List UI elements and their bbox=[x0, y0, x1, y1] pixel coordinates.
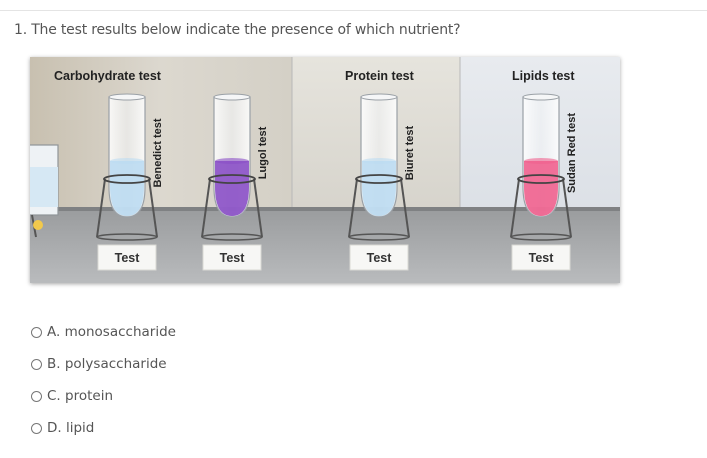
test-button[interactable]: Test bbox=[202, 244, 262, 271]
tube-liquid bbox=[215, 161, 249, 216]
beaker-partial bbox=[30, 144, 59, 238]
test-button[interactable]: Test bbox=[511, 244, 571, 271]
tube-liquid bbox=[110, 161, 144, 216]
option-a[interactable]: A. monosaccharide bbox=[31, 316, 176, 348]
radio-button[interactable] bbox=[31, 390, 42, 402]
option-label: B. polysaccharide bbox=[47, 356, 167, 372]
radio-button[interactable] bbox=[31, 422, 42, 434]
test-button-label: Test bbox=[529, 251, 555, 265]
test-button-label: Test bbox=[367, 251, 393, 265]
section-title-carbohydrate: Carbohydrate test bbox=[54, 69, 162, 83]
section-title-lipids: Lipids test bbox=[512, 69, 575, 83]
top-divider bbox=[0, 10, 707, 11]
tube-liquid bbox=[362, 161, 396, 216]
test-button-label: Test bbox=[220, 251, 246, 265]
option-label: D. lipid bbox=[47, 420, 95, 436]
option-label: A. monosaccharide bbox=[47, 324, 176, 340]
radio-button[interactable] bbox=[31, 358, 42, 370]
reagent-label: Biuret test bbox=[404, 125, 416, 180]
tube-liquid bbox=[524, 161, 558, 216]
reagent-label: Sudan Red test bbox=[566, 113, 578, 193]
option-d[interactable]: D. lipid bbox=[31, 412, 176, 444]
option-label: C. protein bbox=[47, 388, 113, 404]
answer-options: A. monosaccharide B. polysaccharide C. p… bbox=[31, 316, 176, 444]
test-button-label: Test bbox=[115, 251, 141, 265]
question-text: 1. The test results below indicate the p… bbox=[14, 22, 461, 38]
reagent-label: Lugol test bbox=[257, 126, 269, 179]
section-title-protein: Protein test bbox=[345, 69, 415, 83]
nutrient-test-figure: Carbohydrate test Protein test Lipids te… bbox=[30, 57, 620, 283]
test-button[interactable]: Test bbox=[349, 244, 409, 271]
test-button[interactable]: Test bbox=[97, 244, 157, 271]
reagent-label: Benedict test bbox=[152, 118, 164, 187]
option-b[interactable]: B. polysaccharide bbox=[31, 348, 176, 380]
option-c[interactable]: C. protein bbox=[31, 380, 176, 412]
radio-button[interactable] bbox=[31, 326, 42, 338]
